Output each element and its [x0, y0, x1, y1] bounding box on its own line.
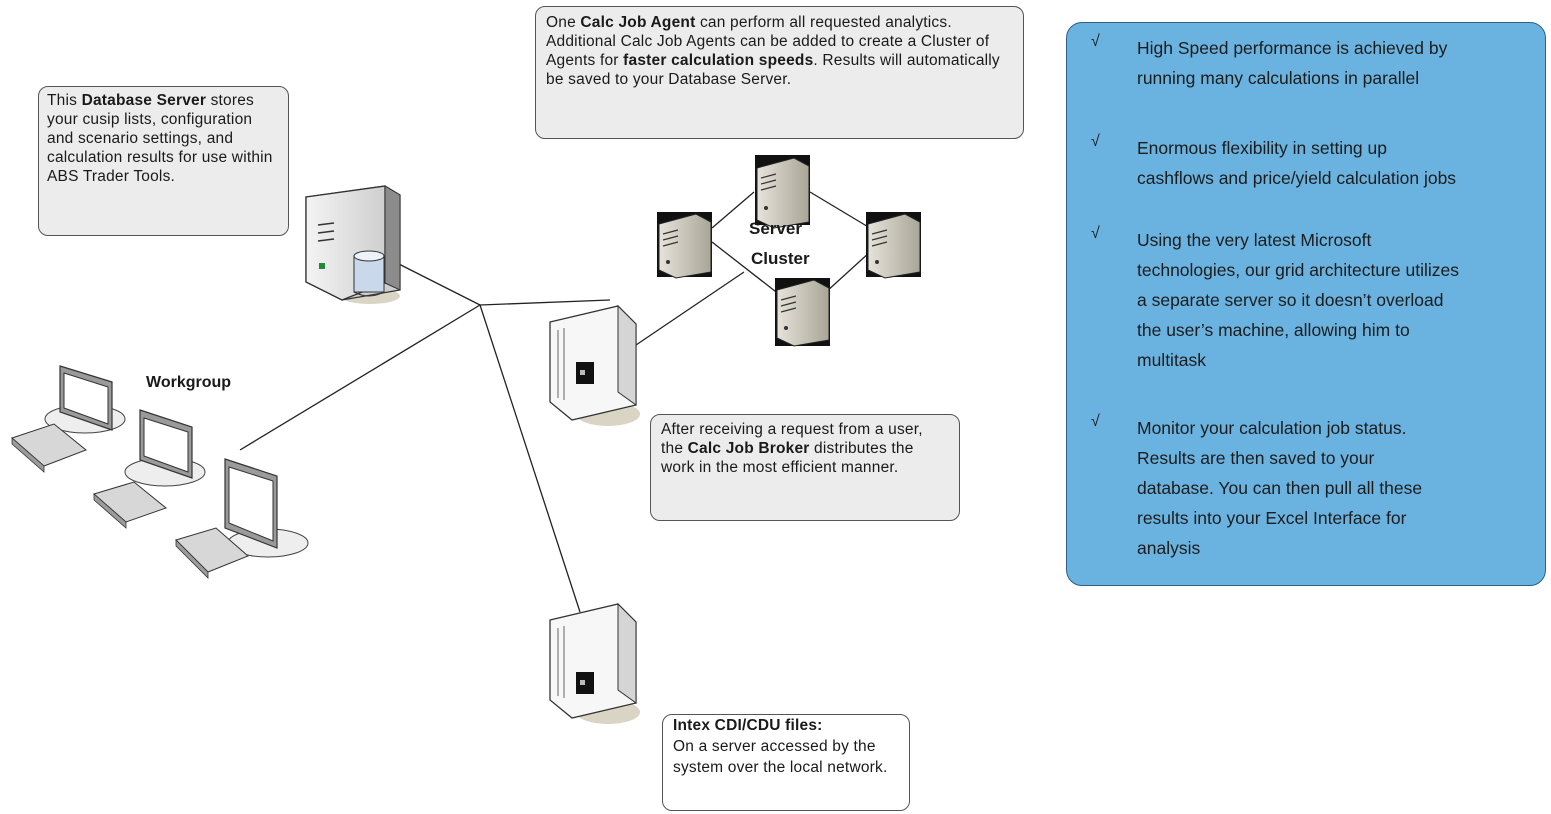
benefit-line: Monitor your calculation job status.: [1137, 418, 1407, 438]
callout-bold-text: faster calculation speeds: [623, 52, 814, 69]
benefit-line: a separate server so it doesn’t overload: [1137, 290, 1444, 310]
callout-bold-text: Database Server: [81, 92, 207, 109]
calc-job-broker-callout: After receiving a request from a user, t…: [650, 414, 960, 521]
callout-text: can perform all requested analytics. Add…: [546, 14, 990, 69]
callout-title: Intex CDI/CDU files:: [673, 717, 823, 734]
intex-files-server-icon: [549, 602, 640, 724]
cluster-server-icon: [775, 278, 830, 347]
cluster-server-icon: [755, 155, 810, 229]
workgroup-computer-icon: [175, 458, 309, 579]
network-links: [239, 191, 871, 613]
calc-job-broker-server-icon: [549, 304, 640, 426]
check-icon: √: [1091, 413, 1100, 430]
callout-text: stores your cusip lists, configuration a…: [47, 92, 273, 185]
benefit-line: High Speed performance is achieved by: [1137, 38, 1448, 58]
benefit-line: cashflows and price/yield calculation jo…: [1137, 168, 1457, 188]
check-icon: √: [1091, 33, 1100, 50]
benefit-line: database. You can then pull all these: [1137, 478, 1423, 498]
calc-job-agent-callout: One Calc Job Agent can perform all reque…: [535, 6, 1024, 139]
check-icon: √: [1091, 225, 1100, 242]
callout-bold-text: Calc Job Agent: [580, 14, 696, 31]
callout-text: distributes the work in the most efficie…: [661, 440, 914, 476]
benefit-text: High Speed performance is achieved by ru…: [1137, 33, 1537, 93]
workgroup-label: Workgroup: [146, 374, 232, 391]
benefit-text: Using the very latest Microsoft technolo…: [1137, 225, 1537, 375]
benefit-line: the user’s machine, allowing him to: [1137, 320, 1410, 340]
workgroup-computer-icon: [11, 365, 126, 473]
benefit-line: Enormous flexibility in setting up: [1137, 138, 1387, 158]
server-cluster-label-line1: Server: [749, 219, 802, 238]
database-server-callout: This Database Server stores your cusip l…: [38, 86, 289, 236]
callout-bold-text: Calc Job Broker: [687, 440, 810, 457]
cluster-server-icon: [866, 212, 921, 279]
benefit-line: analysis: [1137, 538, 1201, 558]
benefits-panel: √ High Speed performance is achieved by …: [1066, 22, 1546, 586]
callout-text: This: [47, 92, 82, 109]
server-cluster-label-line2: Cluster: [751, 249, 810, 268]
benefit-text: Enormous flexibility in setting up cashf…: [1137, 133, 1537, 193]
database-server-icon: [305, 185, 401, 304]
benefit-line: Using the very latest Microsoft: [1137, 230, 1372, 250]
callout-text: . Results will automatically be saved to…: [546, 52, 1000, 88]
benefit-line: results into your Excel Interface for: [1137, 508, 1407, 528]
benefit-text: Monitor your calculation job status. Res…: [1137, 413, 1537, 563]
callout-text: On a server accessed by the system over …: [673, 738, 888, 776]
callout-text: After receiving a request from a user, t…: [661, 421, 923, 457]
benefit-line: Results are then saved to your: [1137, 448, 1375, 468]
benefit-line: running many calculations in parallel: [1137, 68, 1420, 88]
cluster-server-icon: [657, 212, 712, 279]
callout-text: One: [546, 14, 581, 31]
benefit-line: technologies, our grid architecture util…: [1137, 260, 1459, 280]
check-icon: √: [1091, 133, 1100, 150]
workgroup-computer-icon: [92, 409, 206, 529]
benefit-line: multitask: [1137, 350, 1207, 370]
intex-files-callout: Intex CDI/CDU files: On a server accessed…: [662, 714, 910, 811]
